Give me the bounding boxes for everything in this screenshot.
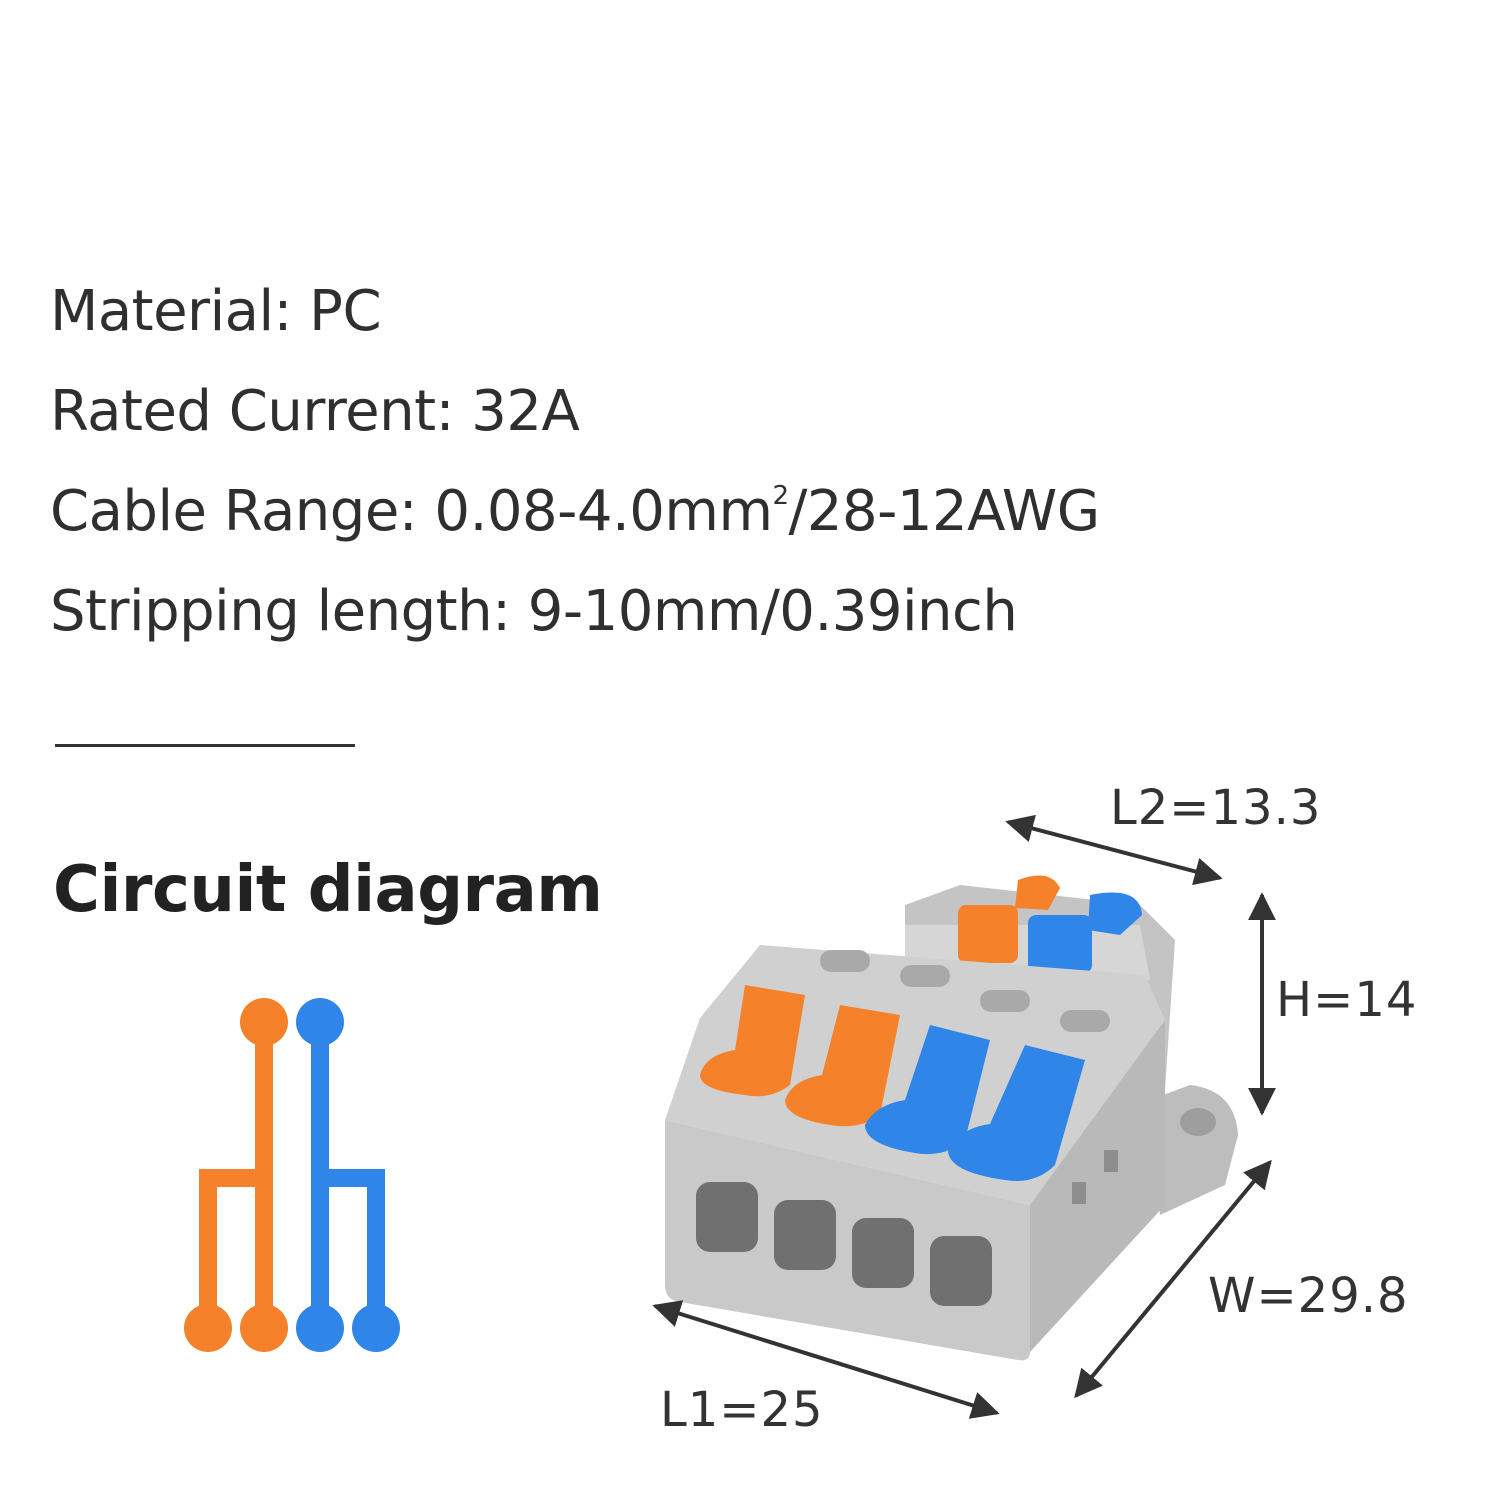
- spec-cable-range: Cable Range: 0.08-4.0mm2/28-12AWG: [50, 480, 1100, 544]
- cable-range-superscript: 2: [772, 481, 790, 511]
- cable-range-prefix: Cable Range: 0.08-4.0mm: [50, 479, 773, 544]
- dimension-w-label: W=29.8: [1208, 1268, 1409, 1324]
- cable-range-suffix: /28-12AWG: [788, 479, 1101, 544]
- dimension-h-label: H=14: [1276, 972, 1418, 1028]
- spec-stripping-length: Stripping length: 9-10mm/0.39inch: [50, 579, 1018, 644]
- spec-rated-current: Rated Current: 32A: [50, 379, 580, 444]
- section-divider: [55, 744, 355, 747]
- circuit-diagram-title: Circuit diagram: [53, 853, 603, 927]
- dimension-l2-label: L2=13.3: [1110, 780, 1322, 836]
- spec-material: Material: PC: [50, 279, 382, 344]
- dimension-l1-label: L1=25: [660, 1382, 824, 1438]
